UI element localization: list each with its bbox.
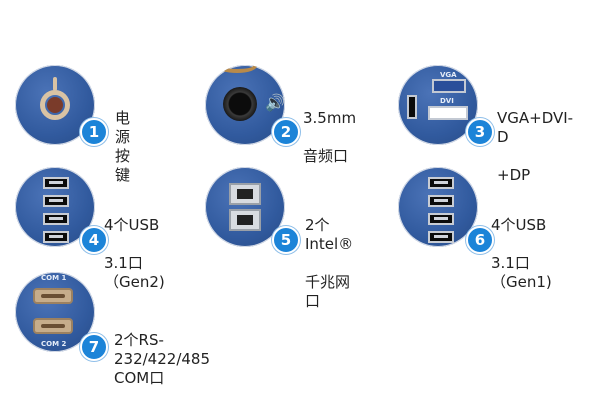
number-badge: 5 xyxy=(272,226,300,254)
audio-jack-thumbnail: 🔊 xyxy=(205,65,285,145)
number-badge: 7 xyxy=(80,333,108,361)
label-line: 4个USB xyxy=(491,216,547,234)
number-badge: 2 xyxy=(272,118,300,146)
usb-port-icon xyxy=(428,231,454,243)
item-label: 2个Intel® 千兆网口 xyxy=(305,197,353,330)
number-badge: 6 xyxy=(466,226,494,254)
power-button-center xyxy=(47,97,63,113)
label-line: 2个Intel® xyxy=(305,216,354,253)
label-line: 3.1口（Gen2) xyxy=(104,254,165,291)
label-line: +DP xyxy=(497,166,531,184)
com1-label: COM 1 xyxy=(41,274,67,282)
label-line: 千兆网口 xyxy=(305,273,351,310)
label-line: 4个USB xyxy=(104,216,160,234)
label-line: 3.1口（Gen1) xyxy=(491,254,552,291)
usb-port-icon xyxy=(428,195,454,207)
usb-ports-thumbnail xyxy=(398,167,478,247)
com2-label: COM 2 xyxy=(41,340,67,348)
com-port-icon xyxy=(33,288,73,304)
usb-port-icon xyxy=(428,213,454,225)
usb-port-icon xyxy=(43,195,69,207)
usb-port-icon xyxy=(43,213,69,225)
item-label: 4个USB 3.1口（Gen1) xyxy=(491,197,552,311)
label-line: VGA+DVI-D xyxy=(497,109,574,146)
ethernet-port-icon xyxy=(229,183,261,205)
label-line: 3.5mm xyxy=(303,109,357,127)
item-label: VGA+DVI-D +DP xyxy=(497,90,573,204)
item-label: 电源按键 xyxy=(115,90,130,204)
dvi-port-label: DVI xyxy=(440,97,454,105)
com-port-icon xyxy=(33,318,73,334)
ethernet-port-icon xyxy=(229,209,261,231)
power-symbol-line xyxy=(53,77,57,91)
item-label: 2个RS-232/422/485 COM口 xyxy=(114,312,210,407)
speaker-icon: 🔊 xyxy=(265,93,285,112)
usb-port-icon xyxy=(43,177,69,189)
usb-port-icon xyxy=(43,231,69,243)
number-badge: 1 xyxy=(80,118,108,146)
vga-port-label: VGA xyxy=(440,71,457,79)
audio-top-ring xyxy=(217,65,257,73)
audio-jack-icon xyxy=(223,87,257,121)
ethernet-ports-thumbnail xyxy=(205,167,285,247)
item-label: 3.5mm 音频口 xyxy=(303,90,356,185)
usb-port-icon xyxy=(428,177,454,189)
label-line: 音频口 xyxy=(303,147,349,165)
label-line: 电源按键 xyxy=(115,109,131,184)
number-badge: 3 xyxy=(466,118,494,146)
item-label: 4个USB 3.1口（Gen2) xyxy=(104,197,165,311)
label-line: 2个RS-232/422/485 COM口 xyxy=(114,331,210,387)
number-badge: 4 xyxy=(80,226,108,254)
power-button-thumbnail xyxy=(15,65,95,145)
vga-port-icon xyxy=(432,79,466,93)
video-ports-thumbnail: VGA DVI xyxy=(398,65,478,145)
dvi-port-icon xyxy=(428,106,468,120)
power-button-icon xyxy=(40,90,70,120)
displayport-icon xyxy=(407,95,417,119)
